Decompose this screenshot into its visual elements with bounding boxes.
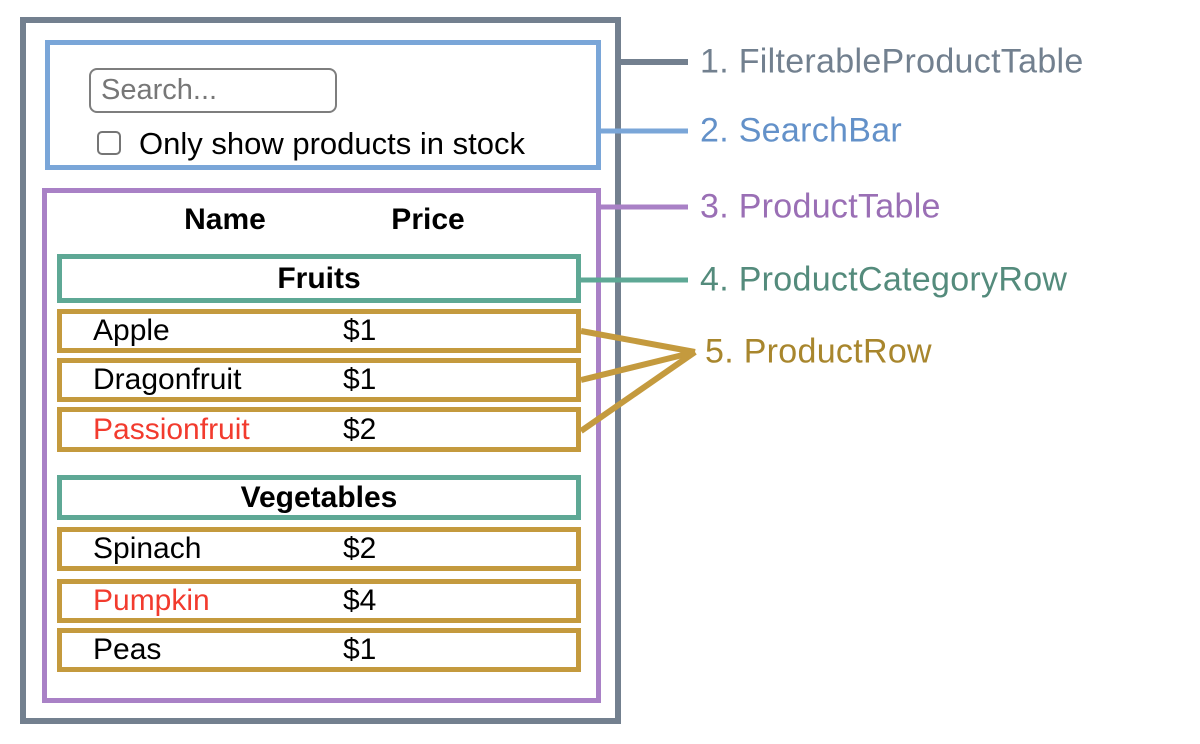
legend-product-category-row: 4. ProductCategoryRow	[700, 260, 1068, 299]
legend-search-bar: 2. SearchBar	[700, 111, 903, 150]
legend-product-row: 5. ProductRow	[705, 332, 932, 371]
product-row-dragonfruit: Dragonfruit $1	[57, 358, 581, 402]
product-price: $1	[343, 314, 377, 347]
product-price: $4	[343, 584, 377, 617]
product-row-peas: Peas $1	[57, 628, 581, 672]
in-stock-checkbox-label: Only show products in stock	[139, 126, 525, 161]
category-row-fruits: Fruits	[57, 254, 581, 303]
product-price: $1	[343, 363, 377, 396]
product-name: Dragonfruit	[93, 363, 242, 396]
product-name: Spinach	[93, 532, 202, 565]
product-name: Pumpkin	[93, 584, 210, 617]
product-price: $2	[343, 532, 377, 565]
search-input[interactable]	[89, 68, 337, 113]
product-name: Apple	[93, 314, 170, 347]
category-label: Fruits	[277, 261, 361, 295]
product-row-spinach: Spinach $2	[57, 527, 581, 571]
legend-product-table: 3. ProductTable	[700, 187, 941, 226]
product-name: Peas	[93, 633, 162, 666]
in-stock-checkbox[interactable]	[97, 131, 121, 155]
column-header-price: Price	[391, 203, 465, 236]
category-label: Vegetables	[240, 480, 398, 514]
product-price: $2	[343, 412, 377, 446]
column-header-name: Name	[184, 203, 266, 236]
product-row-passionfruit: Passionfruit $2	[57, 407, 581, 452]
product-row-apple: Apple $1	[57, 309, 581, 353]
legend-filterable-product-table: 1. FilterableProductTable	[700, 42, 1084, 81]
category-row-vegetables: Vegetables	[57, 475, 581, 520]
product-name: Passionfruit	[93, 412, 250, 446]
product-price: $1	[343, 633, 377, 666]
product-row-pumpkin: Pumpkin $4	[57, 579, 581, 623]
